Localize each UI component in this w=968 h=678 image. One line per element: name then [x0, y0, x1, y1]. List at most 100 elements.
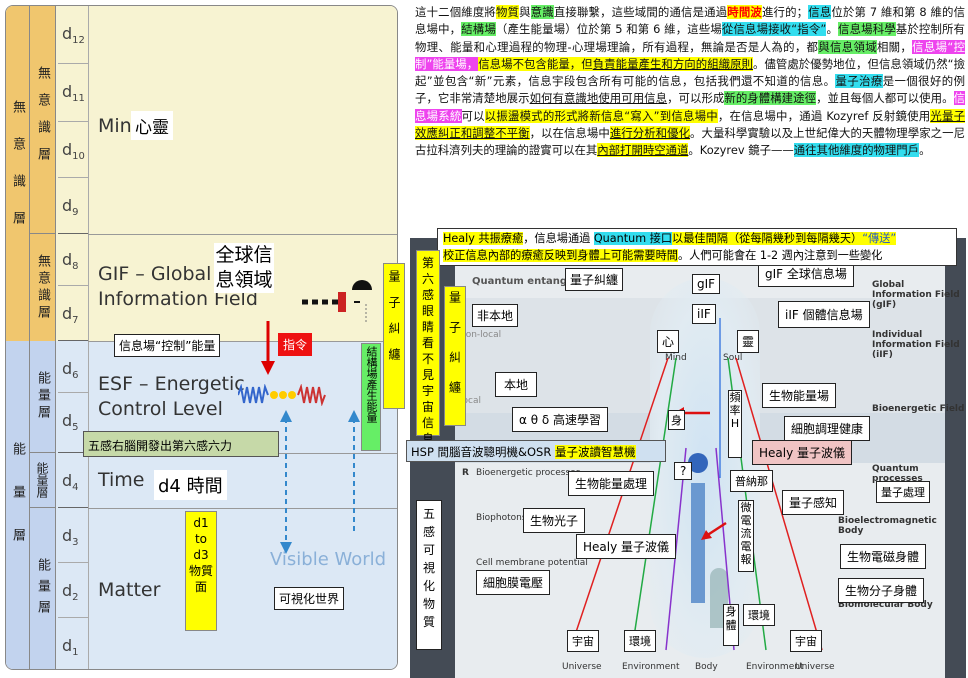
biophoton-box: 生物光子 — [523, 508, 586, 533]
gif-box: gIF — [692, 274, 721, 294]
local-box: 本地 — [495, 372, 538, 397]
healy-info-box: Healy 共振療癒，信息場通過 Quantum 接口以最佳間隔（從每隔幾秒到每… — [437, 228, 957, 266]
brainwave-box: α θ δ 高速學習 — [512, 407, 609, 432]
five-senses-box: 五感可視化物質 — [416, 500, 442, 650]
dashed-arrows-icon — [280, 410, 360, 554]
en-label: Cell membrane potential — [476, 558, 588, 568]
dimension-diagram: 無意識層 能量層 無意識層 無意識層 能量層 能量層 能量層 d12 d11 d… — [5, 5, 398, 670]
control-label: 信息場“控制”能量 — [114, 334, 221, 357]
esf-label: ESF – Energetic Control Level — [98, 373, 245, 420]
cell-membrane-box: 細胞膜電壓 — [476, 570, 551, 595]
command-badge: 指令 — [278, 333, 313, 356]
divider — [88, 234, 397, 235]
quantum-entangle-vbox: 量子糾纏 — [383, 263, 405, 409]
q-entangle-box: 量子糾纏 — [565, 268, 624, 291]
mol-body-box: 生物分子身體 — [838, 578, 925, 603]
universe2-box: 宇宙 — [790, 630, 822, 652]
quantum-sense-box: 量子感知 — [782, 490, 845, 515]
universe-box: 宇宙 — [567, 630, 599, 652]
en-label: Biomolecular Body — [838, 600, 933, 610]
col2-energy-1: 能量層 — [30, 341, 56, 453]
visible-world-label: Visible World — [270, 549, 387, 570]
col2-unconscious-2: 無意識層 — [30, 234, 56, 341]
en-label: non-local — [460, 330, 502, 340]
bio-energy-field-box: 生物能量場 — [762, 383, 837, 408]
matter-label: Matter — [98, 579, 161, 601]
en-label: Biophotons — [476, 513, 527, 523]
en-label: Universe — [562, 662, 602, 672]
prana-box: 普納那 — [730, 470, 773, 492]
quantum-process-box: 量子處理 — [876, 481, 930, 503]
en-label: Environment — [746, 662, 804, 672]
red-arrow-icon — [261, 321, 275, 375]
en-label: Body — [695, 662, 718, 672]
nonlocal-box: 非本地 — [472, 304, 519, 327]
dim-cell: d5 — [58, 393, 88, 453]
en-label: Bioenergetic Field — [872, 404, 965, 414]
en-label: R — [462, 468, 469, 478]
dim-cell: d6 — [58, 341, 88, 393]
healy-wave-box-2: Healy 量子波儀 — [576, 534, 677, 559]
dim-cell: d8 — [58, 234, 88, 286]
quantum-diagram-photo: Quantum entanglement Global Information … — [410, 238, 966, 678]
gif-label: GIF – Global Information Field — [98, 263, 258, 310]
healy-wave-box: Healy 量子波儀 — [752, 440, 853, 465]
en-label: local — [460, 396, 481, 406]
outer-label-unconscious: 無意識層 — [6, 6, 30, 341]
divider — [88, 508, 397, 509]
col2-energy-3: 能量層 — [30, 508, 56, 669]
frequency-box: 頻率H — [728, 390, 742, 458]
en-label: Bioenergetic processes — [476, 468, 581, 478]
dim-cell: d11 — [58, 64, 88, 122]
dim-cell: d12 — [58, 6, 88, 64]
col2-energy-2: 能量層 — [30, 453, 56, 508]
heart-box: 心 — [657, 330, 680, 353]
dim-cell: d2 — [58, 563, 88, 618]
field-antenna-icon — [302, 280, 372, 322]
en-label: Global Information Field (gIF) — [872, 280, 960, 310]
em-body-box: 生物電磁身體 — [840, 544, 927, 569]
dim-cell: d4 — [58, 453, 88, 508]
sixth-sense-vbox: 第六感眼睛看不見宇宙信息 — [416, 250, 440, 446]
visible-world-cn: 可視化世界 — [274, 587, 345, 610]
hsp-bar: HSP 間腦音波聰明機&OSR 量子波讀智慧機 — [406, 440, 666, 462]
bio-process-box: 生物能量處理 — [568, 471, 655, 496]
body-node-icon — [688, 453, 708, 473]
dim-cell: d9 — [58, 178, 88, 234]
description-text: 這十二個維度將物質與意識直接聯繫，這些域間的通信是通過時間波進行的；信息位於第 … — [415, 5, 965, 158]
en-label: Quantum processes — [872, 464, 923, 484]
en-label: Individual Information Field (iIF) — [872, 330, 960, 360]
divider — [88, 341, 397, 342]
gif-cn-label: 全球信息領域 — [214, 243, 274, 293]
time-label: Time — [98, 469, 145, 491]
iif-cn-box: iIF 個體信息場 — [778, 301, 870, 328]
quantum-correct-vbox-2: 量子糾纏 — [444, 286, 466, 426]
dim-cell: d10 — [58, 122, 88, 178]
en-label: Bioelectromagnetic Body — [838, 516, 937, 536]
en-label: Quantum entanglement — [472, 276, 607, 287]
env2-box: 環境 — [624, 630, 656, 652]
time-cn-label: d4 時間 — [154, 470, 227, 500]
col2-unconscious-1: 無意識層 — [30, 6, 56, 234]
spirit-box: 靈 — [737, 330, 760, 353]
mind-cn-label: 心靈 — [131, 111, 173, 140]
matter-cn-label: d1 to d3 物質面 — [185, 511, 217, 631]
wave-icon — [238, 384, 326, 406]
dim-cell: d7 — [58, 286, 88, 341]
en-label: Universe — [795, 662, 835, 672]
en-label: Soul — [723, 353, 743, 363]
divider — [88, 6, 89, 669]
question-box: ? — [674, 462, 693, 480]
cell-regulation-box: 細胞調理健康 — [784, 416, 871, 441]
dim-cell: d1 — [62, 636, 79, 659]
body2-box: 身體 — [723, 604, 739, 646]
outer-label-energy: 能量層 — [6, 341, 30, 669]
microcurrent-box: 微電流電報 — [738, 500, 754, 572]
sixth-sense-bar: 五感右腦開發出第六感六力 — [83, 431, 279, 457]
env-box: 環境 — [743, 604, 775, 626]
energy-column — [691, 483, 705, 603]
en-label: Environment — [622, 662, 680, 672]
body-box: 身 — [668, 410, 685, 430]
structure-field-vbox: 結構場產生能量 — [361, 343, 381, 451]
iif-box: iIF — [692, 304, 716, 324]
